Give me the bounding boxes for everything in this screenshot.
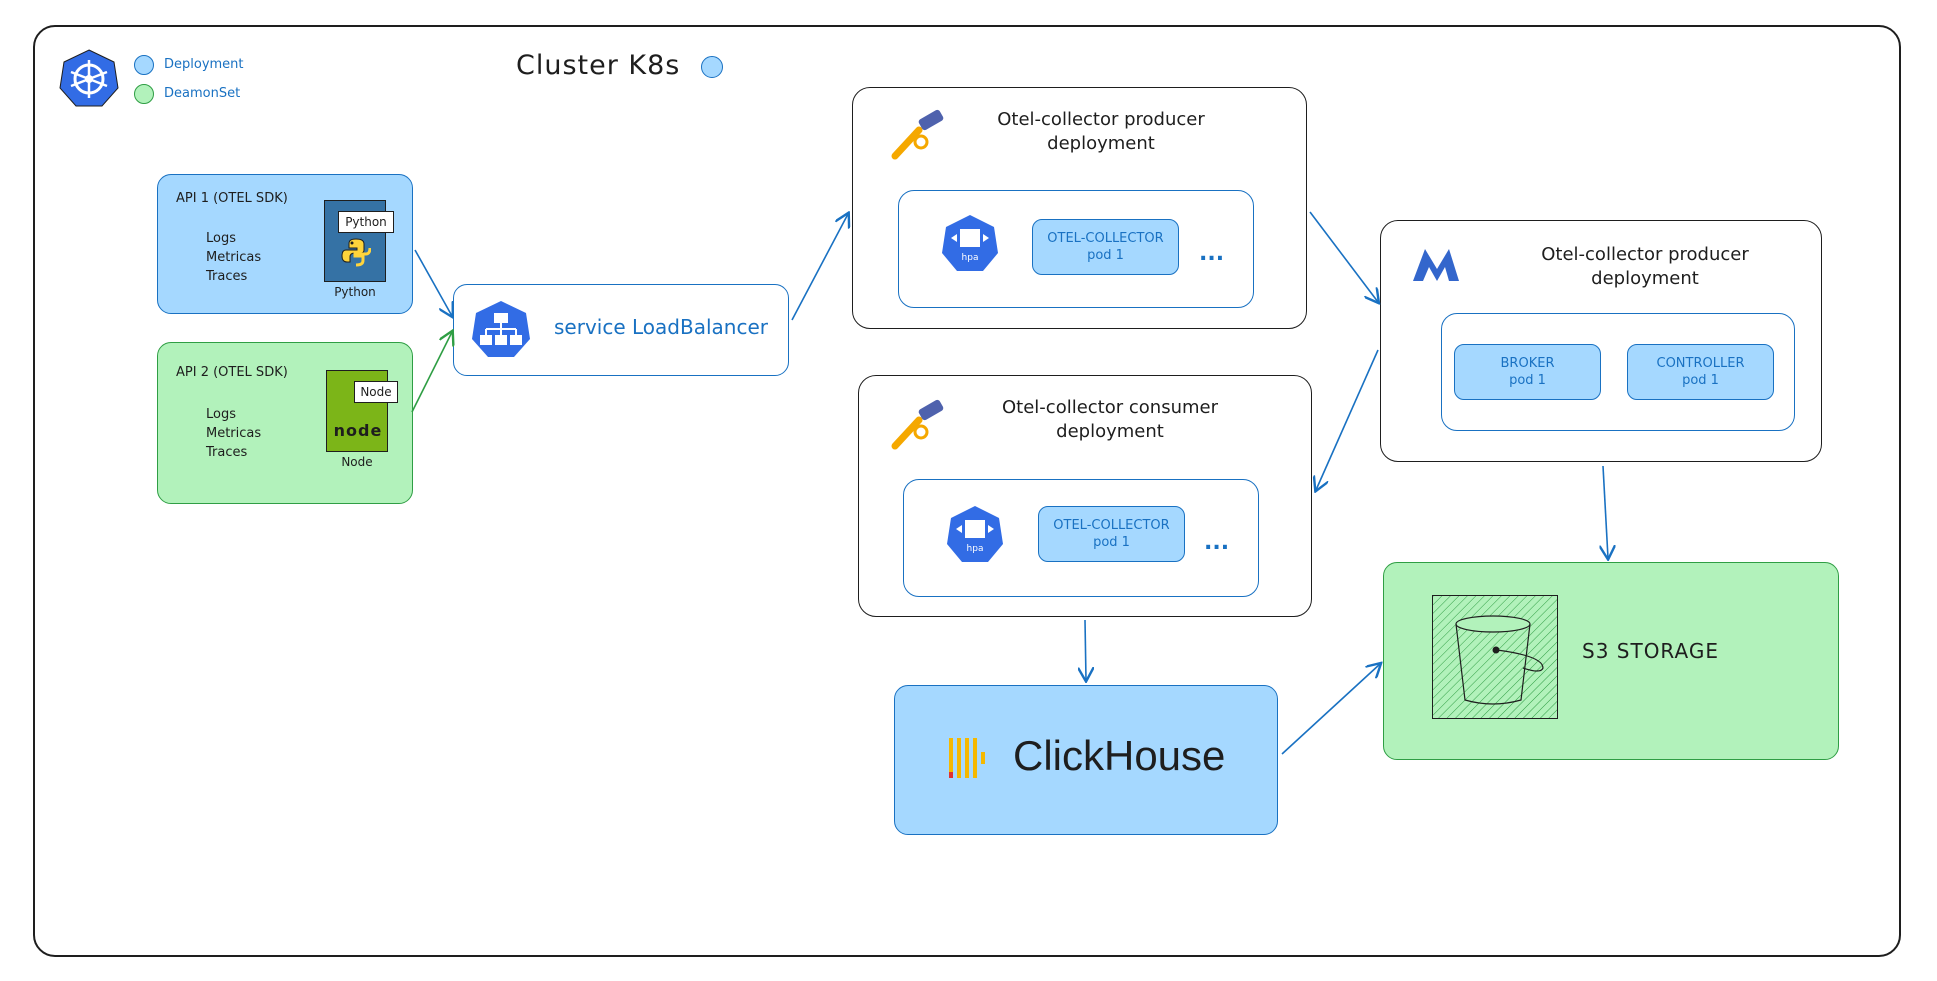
api2-signal-logs: Logs bbox=[206, 407, 236, 422]
consumer-title-line1: Otel-collector consumer bbox=[1002, 397, 1218, 418]
node-logo-icon: node bbox=[333, 421, 383, 440]
consumer-pods-group: hpa OTEL-COLLECTOR pod 1 ... bbox=[903, 479, 1259, 597]
api1-title: API 1 (OTEL SDK) bbox=[176, 191, 288, 206]
consumer-more: ... bbox=[1204, 530, 1230, 555]
producer-pod[interactable]: OTEL-COLLECTOR pod 1 bbox=[1032, 219, 1179, 275]
producer-deployment-card[interactable]: Otel-collector producer deployment hpa O… bbox=[852, 87, 1307, 329]
api1-signal-metricas: Metricas bbox=[206, 250, 262, 265]
consumer-title-line2: deployment bbox=[1056, 421, 1164, 442]
legend-daemonset-swatch bbox=[134, 84, 154, 104]
python-caption: Python bbox=[334, 285, 376, 299]
api2-card[interactable]: API 2 (OTEL SDK) Logs Metricas Traces no… bbox=[157, 342, 413, 504]
clickhouse-logo-icon bbox=[947, 734, 995, 784]
broker-pod[interactable]: BROKER pod 1 bbox=[1454, 344, 1601, 400]
arrow-kafka-to-s3 bbox=[1603, 465, 1608, 558]
node-caption: Node bbox=[341, 455, 373, 469]
producer-hpa-icon: hpa bbox=[941, 213, 999, 273]
clickhouse-card[interactable]: ClickHouse bbox=[894, 685, 1278, 835]
load-balancer-label: service LoadBalancer bbox=[554, 315, 768, 339]
python-logo-icon bbox=[341, 238, 371, 267]
producer-title-line2: deployment bbox=[1047, 133, 1155, 154]
producer-hpa-label: hpa bbox=[961, 253, 979, 263]
python-badge: Python bbox=[338, 211, 394, 233]
controller-pod-name: CONTROLLER bbox=[1656, 356, 1745, 371]
arrow-consumer-to-clickhouse bbox=[1085, 619, 1086, 680]
producer-title-line1: Otel-collector producer bbox=[997, 109, 1205, 130]
kafka-title: Otel-collector producer deployment bbox=[1507, 243, 1783, 291]
consumer-deployment-card[interactable]: Otel-collector consumer deployment hpa O… bbox=[858, 375, 1312, 617]
api1-signals: Logs Metricas Traces bbox=[206, 229, 261, 286]
producer-pod-name: OTEL-COLLECTOR bbox=[1047, 231, 1164, 246]
controller-pod-label: pod 1 bbox=[1682, 373, 1719, 388]
api2-signal-metricas: Metricas bbox=[206, 426, 262, 441]
s3-storage-card[interactable]: S3 STORAGE bbox=[1383, 562, 1839, 760]
api1-signal-traces: Traces bbox=[206, 269, 248, 284]
opentelemetry-icon bbox=[889, 398, 949, 450]
producer-pods-group: hpa OTEL-COLLECTOR pod 1 ... bbox=[898, 190, 1254, 308]
clickhouse-label: ClickHouse bbox=[1013, 732, 1226, 779]
arrow-producer-to-kafka bbox=[1309, 211, 1378, 302]
kafka-deployment-card[interactable]: Otel-collector producer deployment BROKE… bbox=[1380, 220, 1822, 462]
broker-pod-name: BROKER bbox=[1500, 356, 1555, 371]
node-badge: Node bbox=[354, 381, 398, 403]
consumer-pod-name: OTEL-COLLECTOR bbox=[1053, 518, 1170, 533]
api1-signal-logs: Logs bbox=[206, 231, 236, 246]
arrow-lb-to-producer bbox=[791, 214, 848, 321]
consumer-pod-label: pod 1 bbox=[1093, 535, 1130, 550]
api1-card[interactable]: API 1 (OTEL SDK) Logs Metricas Traces Py… bbox=[157, 174, 413, 314]
s3-bucket-icon bbox=[1432, 595, 1558, 719]
cluster-title: Cluster K8s bbox=[516, 50, 681, 81]
kafka-pods-group: BROKER pod 1 CONTROLLER pod 1 bbox=[1441, 313, 1795, 431]
opentelemetry-icon bbox=[889, 108, 949, 160]
load-balancer-card[interactable]: service LoadBalancer bbox=[453, 284, 789, 376]
service-lb-icon bbox=[470, 299, 532, 361]
kafka-title-line2: deployment bbox=[1591, 268, 1699, 289]
controller-pod[interactable]: CONTROLLER pod 1 bbox=[1627, 344, 1774, 400]
consumer-hpa-icon: hpa bbox=[946, 504, 1004, 564]
broker-pod-label: pod 1 bbox=[1509, 373, 1546, 388]
api2-signal-traces: Traces bbox=[206, 445, 248, 460]
kafka-logo-icon bbox=[1411, 247, 1465, 283]
legend-deployment-swatch bbox=[134, 55, 154, 75]
producer-more: ... bbox=[1199, 241, 1225, 266]
legend-daemonset-label: DeamonSet bbox=[164, 86, 241, 101]
kubernetes-icon bbox=[58, 48, 120, 108]
cluster-deployment-dot bbox=[701, 56, 723, 78]
api2-title: API 2 (OTEL SDK) bbox=[176, 365, 288, 380]
arrow-api1-to-lb bbox=[414, 249, 452, 316]
consumer-pod[interactable]: OTEL-COLLECTOR pod 1 bbox=[1038, 506, 1185, 562]
producer-title: Otel-collector producer deployment bbox=[971, 108, 1231, 156]
api2-signals: Logs Metricas Traces bbox=[206, 405, 261, 462]
cluster-boundary bbox=[33, 25, 1901, 957]
consumer-hpa-label: hpa bbox=[966, 544, 984, 554]
arrow-kafka-to-consumer bbox=[1316, 349, 1379, 490]
arrow-clickhouse-to-s3 bbox=[1281, 664, 1380, 755]
producer-pod-label: pod 1 bbox=[1087, 248, 1124, 263]
arrow-api2-to-lb bbox=[411, 332, 452, 413]
s3-storage-label: S3 STORAGE bbox=[1582, 639, 1719, 663]
consumer-title: Otel-collector consumer deployment bbox=[975, 396, 1245, 444]
kafka-title-line1: Otel-collector producer bbox=[1541, 244, 1749, 265]
legend-deployment-label: Deployment bbox=[164, 57, 244, 72]
